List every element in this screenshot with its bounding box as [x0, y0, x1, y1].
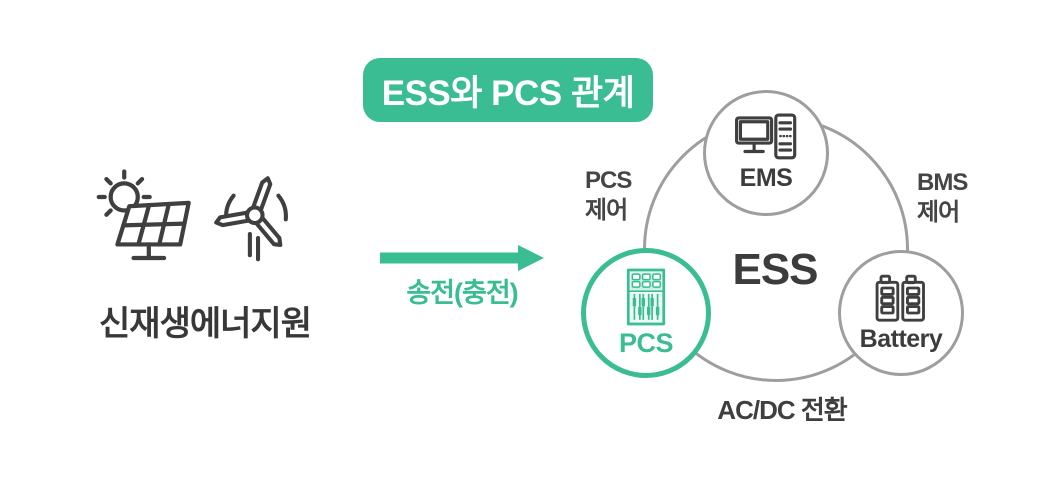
edge-label-acdc: AC/DC 전환: [717, 395, 847, 425]
node-battery-label: Battery: [859, 324, 943, 353]
node-pcs: PCS: [581, 248, 711, 378]
ems-monitor-server-icon: [735, 113, 797, 160]
edge-label-bms-control-line2: 제어: [917, 199, 960, 227]
wind-turbine-icon: [214, 176, 288, 262]
solar-panel-icon: [96, 169, 191, 261]
ess-center-label: ESS: [732, 245, 818, 294]
title-badge: ESS와 PCS 관계: [363, 58, 653, 122]
edge-label-bms-control: BMS 제어: [917, 168, 968, 229]
node-ems-label: EMS: [739, 164, 793, 192]
edge-label-pcs-control-line2: 제어: [585, 197, 628, 225]
title-badge-label: ESS와 PCS 관계: [381, 73, 635, 113]
edge-label-pcs-control-line1: PCS: [585, 167, 632, 194]
flow-arrow-icon: [380, 245, 544, 271]
edge-label-pcs-control: PCS 제어: [585, 166, 632, 227]
renewable-source-label: 신재생에너지원: [99, 305, 312, 343]
flow-arrow-label: 송전(충전): [406, 278, 518, 308]
battery-icon: [875, 274, 925, 322]
node-pcs-label: PCS: [618, 327, 674, 358]
node-ems: EMS: [703, 90, 829, 216]
node-battery: Battery: [838, 250, 964, 376]
pcs-cabinet-icon: [626, 268, 666, 325]
edge-label-bms-control-line1: BMS: [917, 169, 968, 196]
